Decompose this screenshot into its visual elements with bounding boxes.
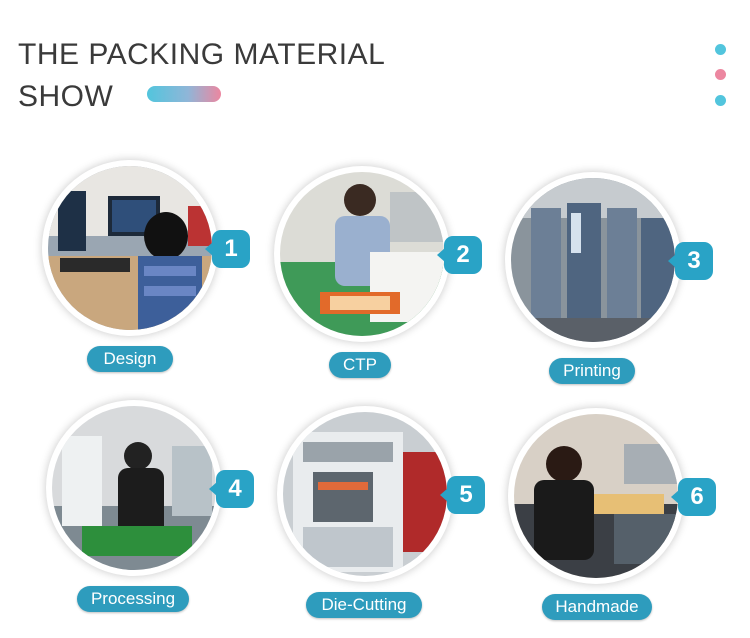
step-label-die-cutting: Die-Cutting (306, 592, 422, 618)
decor-dot-bottom (715, 95, 726, 106)
photo-frame (274, 166, 450, 342)
step-number-badge: 2 (437, 236, 482, 274)
photo-frame (505, 172, 681, 348)
step-card-die-cutting: 5 Die-Cutting (277, 406, 507, 636)
decor-dot-top (715, 44, 726, 55)
design-office-photo (48, 166, 212, 330)
step-card-ctp: 2 CTP (274, 166, 504, 396)
photo-frame (42, 160, 218, 336)
step-label-printing: Printing (549, 358, 635, 384)
step-card-handmade: 6 Handmade (508, 408, 738, 638)
page-title-line1: THE PACKING MATERIAL (18, 38, 386, 71)
photo-frame (508, 408, 684, 584)
step-card-printing: 3 Printing (505, 172, 735, 402)
ctp-worker-photo (280, 172, 444, 336)
step-label-processing: Processing (77, 586, 189, 612)
step-label-ctp: CTP (329, 352, 391, 378)
step-card-processing: 4 Processing (46, 400, 276, 630)
step-card-design: 1 Design (42, 160, 272, 390)
printing-press-photo (511, 178, 675, 342)
accent-gradient-bar (147, 86, 221, 102)
die-cutting-machine-photo (283, 412, 447, 576)
step-label-handmade: Handmade (542, 594, 652, 620)
photo-frame (46, 400, 222, 576)
step-number-badge: 5 (440, 476, 485, 514)
page-title-line2: SHOW (18, 80, 114, 113)
handmade-assembly-photo (514, 414, 678, 578)
decor-dot-middle (715, 69, 726, 80)
step-number-badge: 3 (668, 242, 713, 280)
photo-frame (277, 406, 453, 582)
step-label-design: Design (87, 346, 173, 372)
processing-worker-photo (52, 406, 216, 570)
step-number-badge: 1 (205, 230, 250, 268)
step-number-badge: 4 (209, 470, 254, 508)
step-number-badge: 6 (671, 478, 716, 516)
